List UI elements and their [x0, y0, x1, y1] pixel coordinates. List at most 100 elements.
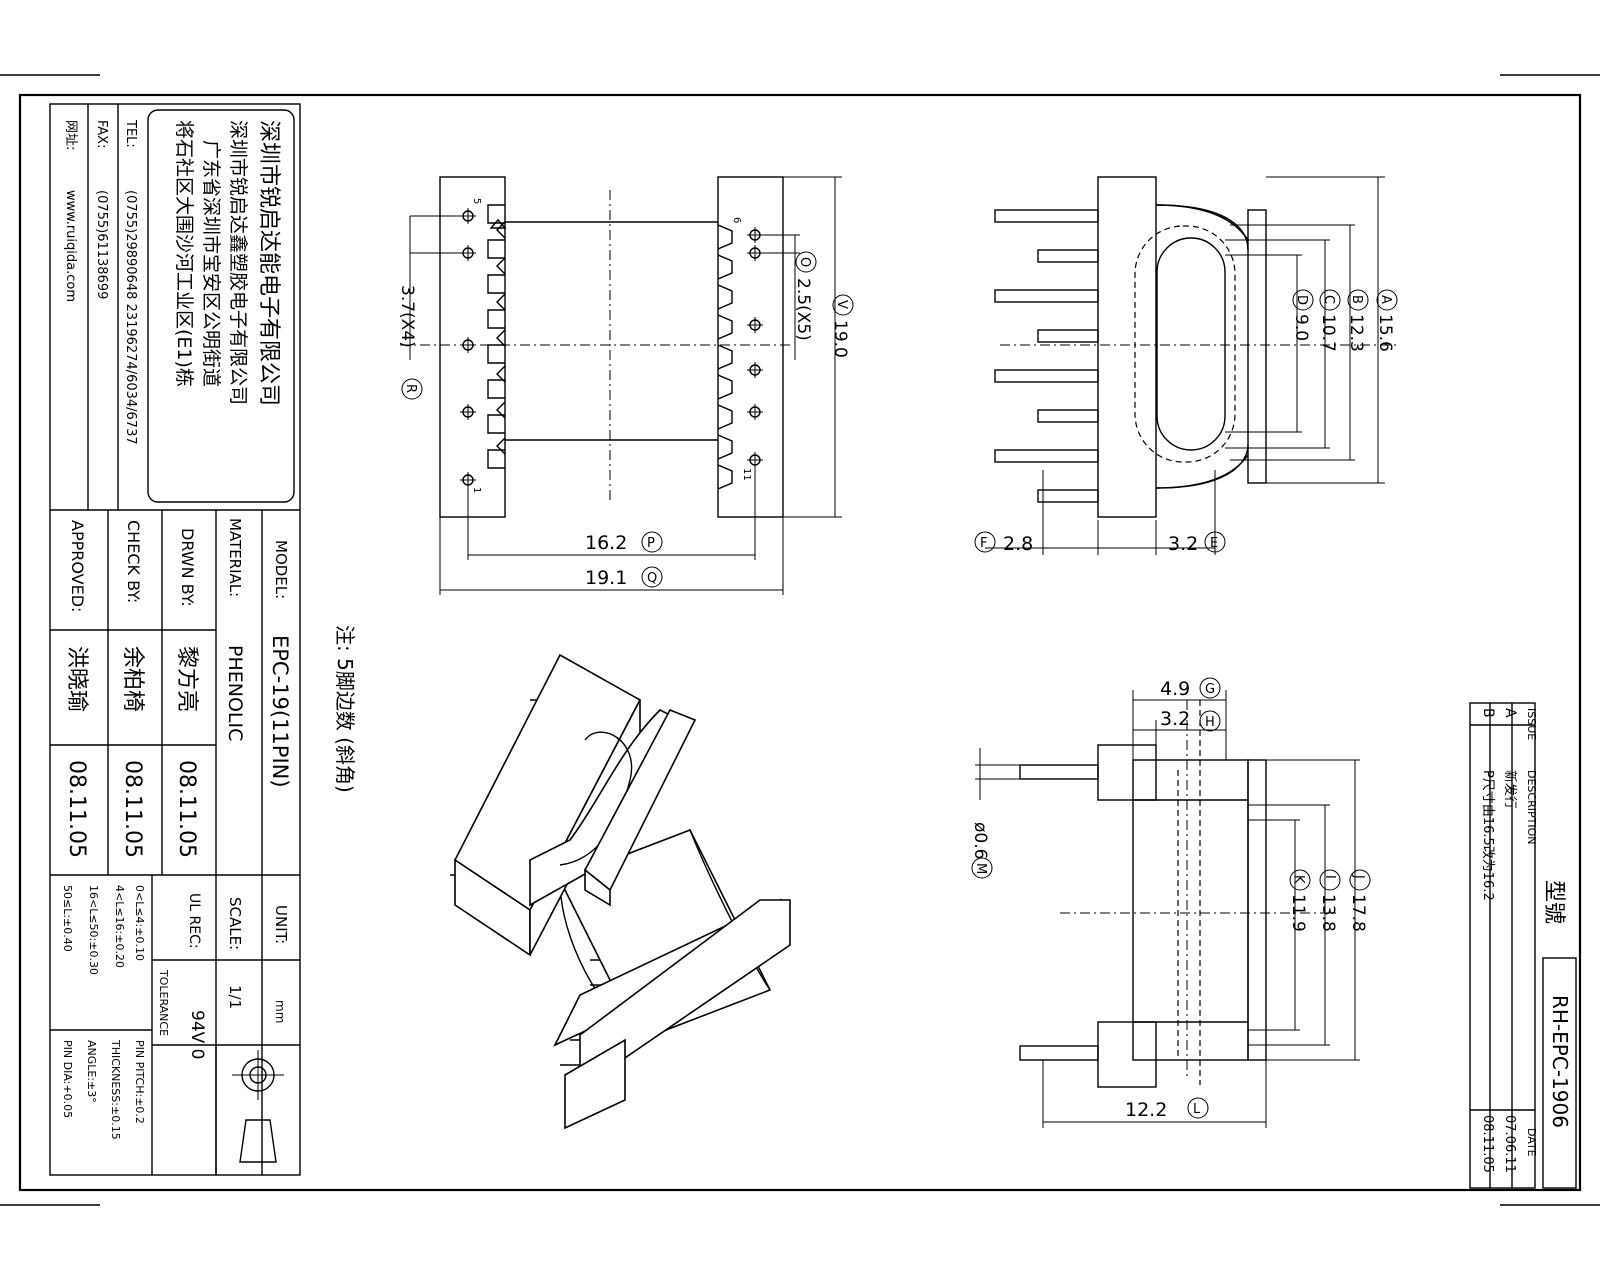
- drwn-date: 08.11.05: [174, 760, 199, 858]
- rev-a-desc: 新发行: [1502, 770, 1518, 809]
- dim-l-value: 12.2: [1125, 1099, 1167, 1121]
- ul-value: 94V 0: [187, 1010, 207, 1059]
- front-right-slot: [717, 404, 733, 430]
- company-address-1: 广东省深圳市宝安区公明街道: [200, 140, 222, 387]
- dim-d-value: 9.0: [1291, 314, 1311, 341]
- dim-r-letter: R: [403, 384, 418, 393]
- fax-label: FAX:: [94, 120, 109, 148]
- tolerance-label: TOLERANCE: [157, 969, 170, 1036]
- check-date: 08.11.05: [120, 760, 145, 858]
- angle-tolerance: ANGLE:±3°: [85, 1040, 98, 1103]
- front-right-slot: [717, 344, 733, 370]
- side-view-pin: [994, 449, 1099, 463]
- unit-value: mm: [273, 1000, 287, 1023]
- pin-label-6: 6: [731, 217, 742, 223]
- dim-p-letter: P: [647, 536, 655, 551]
- front-left-slot: [487, 379, 505, 399]
- front-right-slot: [717, 464, 733, 490]
- pin-pitch-tolerance: PIN PITCH:±0.2: [133, 1040, 146, 1124]
- dim-e-value: 3.2: [1168, 533, 1198, 555]
- drawing-frame: [18, 93, 1582, 1192]
- front-view: 5 1 6 11 3.7(X4) R O 2.5(X5) V 19.0 16.2…: [397, 176, 854, 595]
- rev-issue-label: ISSUE: [1525, 708, 1538, 740]
- dim-l-letter: L: [1193, 1102, 1201, 1117]
- side-view-pin: [1037, 329, 1099, 343]
- front-left-notch: [496, 257, 506, 275]
- dim-b-letter: B: [1349, 295, 1364, 304]
- front-left-slot: [487, 204, 505, 224]
- side-view-pin: [994, 369, 1099, 383]
- dim-m-value: ø0.6: [970, 822, 990, 859]
- pin-label-5: 5: [471, 198, 482, 204]
- dim-f-letter: F: [980, 536, 987, 551]
- dim-c-value: 10.7: [1318, 314, 1338, 352]
- rev-date-label: DATE: [1525, 1128, 1538, 1157]
- check-value: 余柏椅: [120, 646, 145, 712]
- front-left-slot: [487, 414, 505, 434]
- web-label: 网址:: [63, 120, 78, 150]
- front-right-slot: [717, 284, 733, 310]
- front-left-notch: [496, 401, 506, 419]
- dim-p-value: 16.2: [585, 532, 627, 554]
- front-left-slot: [487, 449, 505, 469]
- tolerance-1: 0<L≤4:±0.10: [133, 885, 146, 961]
- front-left-notch: [496, 221, 506, 239]
- dim-j-value: 17.8: [1348, 894, 1368, 932]
- front-right-pin-cross: [747, 317, 763, 333]
- front-left-notch: [496, 293, 506, 311]
- rev-a-issue: A: [1502, 708, 1518, 718]
- tolerance-2: 4<L≤16:±0.20: [113, 885, 126, 968]
- dim-d-letter: D: [1294, 295, 1309, 305]
- side-view: A 15.6 B 12.3 C 10.7 D 9.0 F 2.8 3.2 E: [974, 176, 1400, 555]
- revision-table: ISSUE DESCRIPTION DATE A 新发行 07.06.11 B …: [1469, 702, 1538, 1189]
- tolerance-3: 16<L≤50:±0.30: [87, 885, 100, 975]
- dim-f-value: 2.8: [1003, 533, 1033, 555]
- part-number-value: RH-EPC-1906: [1548, 995, 1572, 1128]
- scale-value: 1/1: [226, 985, 244, 1009]
- dim-i-value: 13.8: [1318, 894, 1338, 932]
- front-right-slot: [717, 254, 733, 280]
- model-value: EPC-19(11PIN): [268, 635, 292, 788]
- front-right-pin-cross: [747, 404, 763, 420]
- part-number-block: 型號 RH-EPC-1906: [1541, 880, 1577, 1189]
- thickness-tolerance: THICKNESS:±0.15: [109, 1039, 122, 1140]
- front-left-notch: [496, 329, 506, 347]
- company-name-1: 深圳市锐启达能电子有限公司: [256, 120, 281, 406]
- model-label: MODEL:: [272, 540, 290, 599]
- top-view: ø0.6 M 4.9 G 3.2 H J 17.8 I 13.8 K 11.9: [970, 677, 1371, 1128]
- part-number-label: 型號: [1541, 880, 1566, 924]
- dim-q-value: 19.1: [585, 567, 627, 589]
- drwn-label: DRWN BY:: [178, 528, 197, 607]
- scale-label: SCALE:: [226, 897, 244, 950]
- ul-label: UL REC:: [186, 893, 202, 949]
- dim-k-value: 11.9: [1288, 894, 1308, 932]
- front-right-slot: [717, 224, 733, 250]
- dim-r-value: 3.7(X4): [397, 285, 417, 348]
- front-left-slot: [487, 239, 505, 259]
- title-block: [49, 103, 301, 1176]
- company-info: 深圳市锐启达能电子有限公司 深圳市锐启达鑫塑胶电子有限公司 广东省深圳市宝安区公…: [63, 119, 281, 445]
- rev-b-desc: P尺寸由16.5改为16.2: [1480, 770, 1495, 901]
- tolerance-4: 50≤L:±0.40: [61, 885, 74, 952]
- side-view-pin: [1037, 409, 1099, 423]
- approved-value: 洪晓瑜: [64, 646, 89, 712]
- front-left-pin-cross: [460, 337, 476, 353]
- dim-v-value: 19.0: [830, 320, 850, 358]
- dim-h-letter: H: [1205, 715, 1215, 730]
- rev-a-date: 07.06.11: [1502, 1115, 1517, 1173]
- fax-value: (0755)61138699: [94, 190, 109, 299]
- pin-dia-tolerance: PIN DIA:+0.05: [61, 1040, 74, 1118]
- dim-g-value: 4.9: [1160, 678, 1190, 700]
- dim-c-letter: C: [1321, 295, 1336, 304]
- company-address-2: 将石社区大围沙河工业区(E1)栋: [173, 120, 195, 387]
- tel-value: (0755)29890648 23196274/6034/6737: [123, 190, 138, 445]
- dim-e-letter: E: [1210, 536, 1218, 551]
- dim-h-value: 3.2: [1160, 708, 1190, 730]
- front-right-slot: [717, 314, 733, 340]
- side-view-pin: [1037, 249, 1099, 263]
- dim-o-letter: O: [797, 257, 812, 267]
- front-left-notch: [496, 365, 506, 383]
- pin-label-11: 11: [741, 468, 752, 481]
- front-left-notch: [496, 437, 506, 455]
